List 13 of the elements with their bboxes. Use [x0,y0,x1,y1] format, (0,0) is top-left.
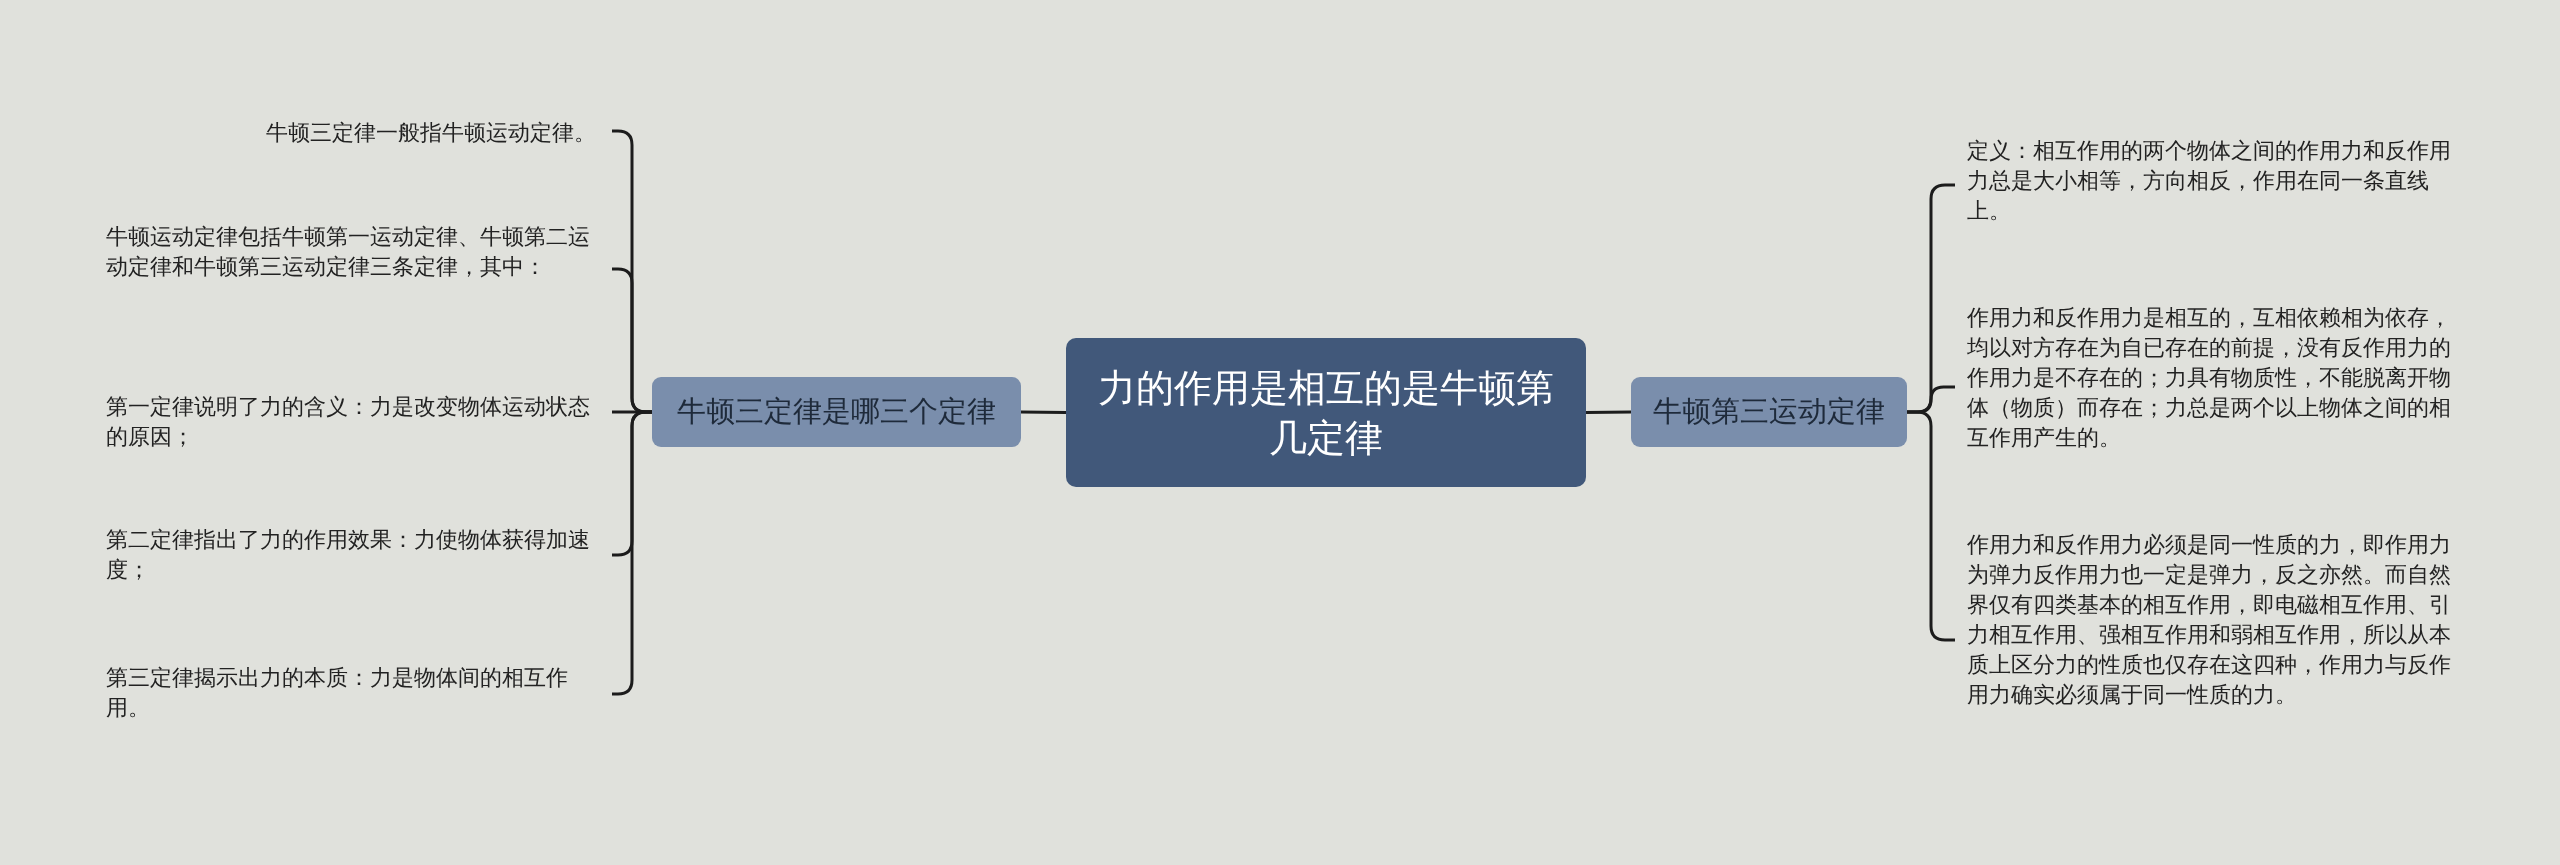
topic-text: 牛顿三定律一般指牛顿运动定律。 [230,118,612,148]
connector-line [1586,410,1631,414]
topic-text: 作用力和反作用力必须是同一性质的力，即作用力为弹力反作用力也一定是弹力，反之亦然。而自然界仅有四类基本的相互作用，即电磁相互作用、引力相互作用、强相互作用和弱相互作用，所以从本质上区分力的性质也仅存在这四种，作用力与反作用力确实必须属于同一性质的力。 [1955,530,2465,710]
central-topic-box: 力的作用是相互的是牛顿第几定律 [1066,338,1586,487]
topic-text: 作用力和反作用力是相互的，互相依赖相为依存，均以对方存在为自已存在的前提，没有反作用力的作用力是不存在的；力具有物质性，不能脱离开物体（物质）而存在；力总是两个以上物体之间的相互作用产生的。 [1955,303,2465,453]
connector-line [1021,410,1066,414]
topic-box: 牛顿第三运动定律 [1631,377,1907,447]
topic-text: 定义：相互作用的两个物体之间的作用力和反作用力总是大小相等，方向相反，作用在同一条直线上。 [1955,136,2465,226]
topic-text: 第二定律指出了力的作用效果：力使物体获得加速度； [106,525,612,585]
topic-text: 第三定律揭示出力的本质：力是物体间的相互作用。 [106,663,612,723]
topic-box: 牛顿三定律是哪三个定律 [652,377,1021,447]
topic-text: 牛顿运动定律包括牛顿第一运动定律、牛顿第二运动定律和牛顿第三运动定律三条定律，其中： [106,222,612,282]
topic-text: 第一定律说明了力的含义：力是改变物体运动状态的原因； [106,392,612,452]
